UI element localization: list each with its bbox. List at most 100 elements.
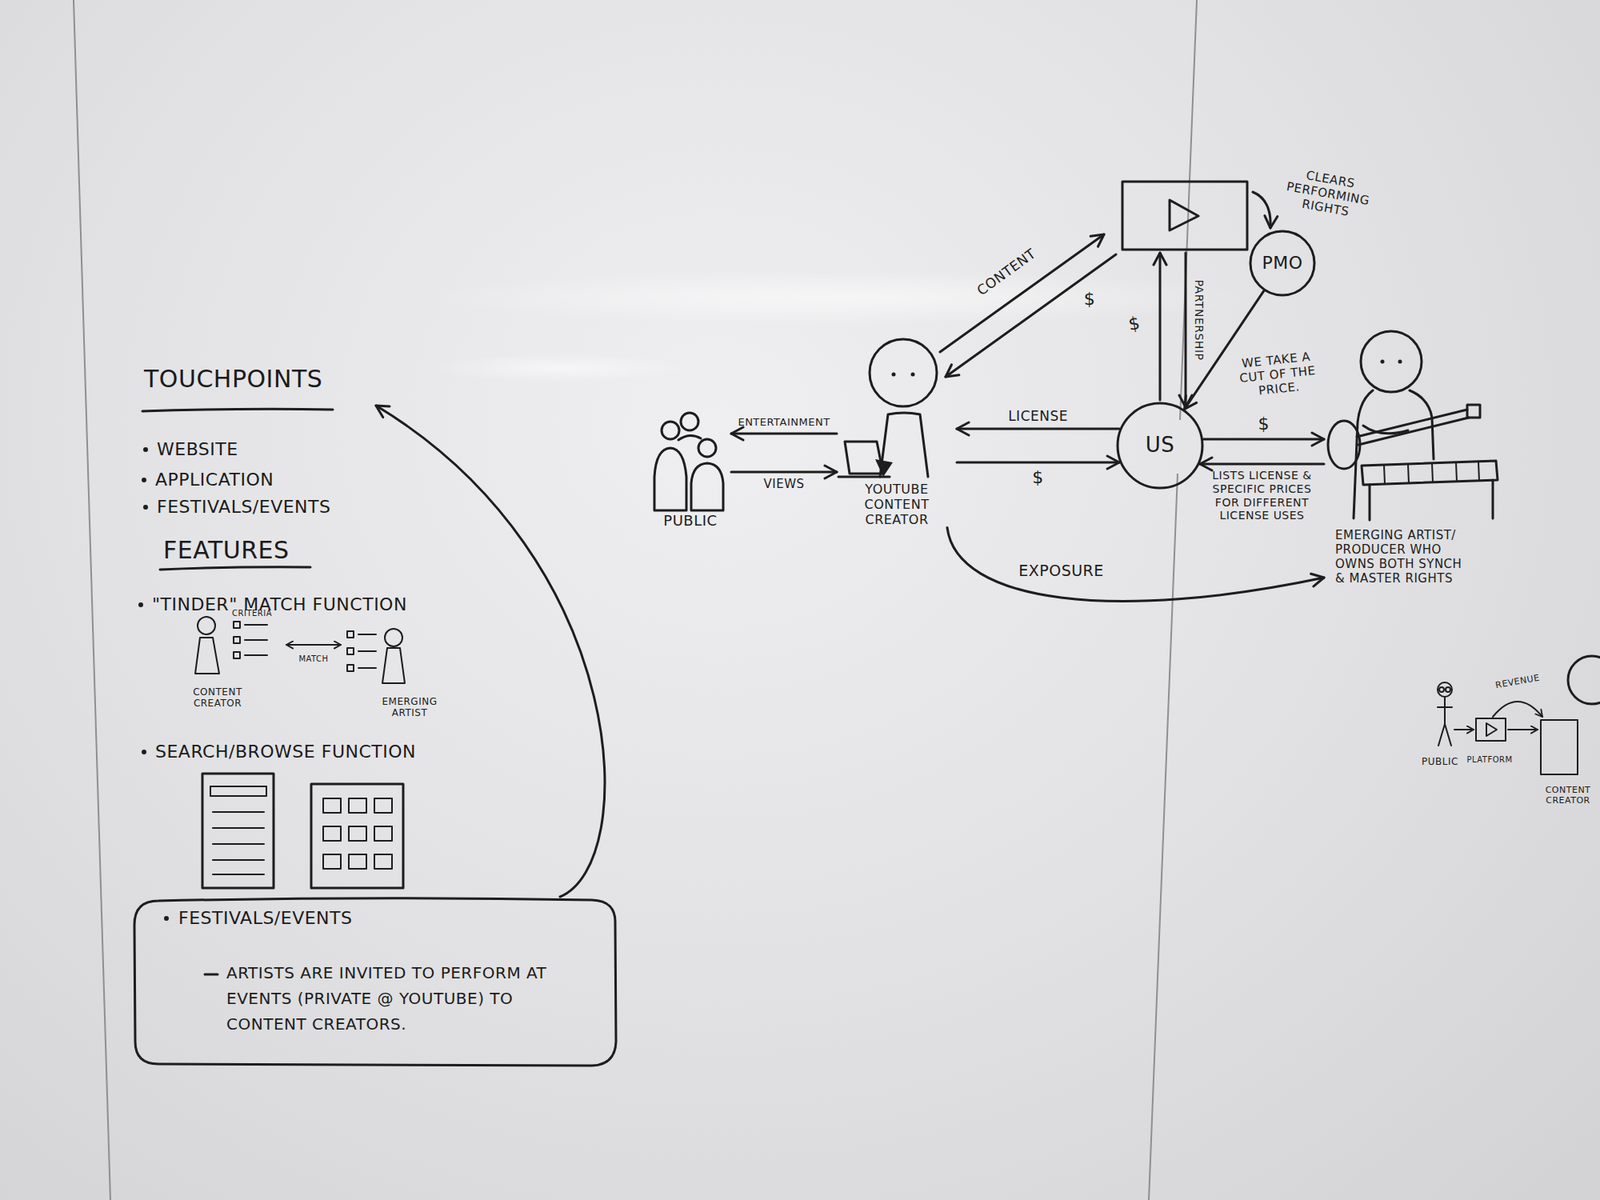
node-text: US [1145,433,1176,458]
board-seam [73,0,111,1200]
label-holder: TOUCHPOINTS [144,364,323,394]
whiteboard-label: MATCH [298,654,328,664]
heading-underline [160,567,311,570]
label-holder: SEARCH/BROWSE FUNCTION [155,741,416,763]
connector-layer [731,291,1324,602]
label-holder: $ [1084,288,1096,310]
heading-underline [142,408,333,412]
connector-label: LICENSE [1008,408,1068,424]
connector-label-holder: LISTS LICENSE & SPECIFIC PRICES FOR DIFF… [1205,468,1318,523]
whiteboard-label: "TINDER" MATCH FUNCTION [152,594,408,616]
label-holder: "TINDER" MATCH FUNCTION [152,594,408,616]
money-arrow [945,254,1116,377]
label-holder: APPLICATION [155,469,274,491]
whiteboard-label: $ [1127,312,1143,336]
whiteboard-label: REVENUE [1494,672,1540,692]
connector-label-holder: ENTERTAINMENT [737,416,830,429]
arrow-connector [956,428,1120,431]
figure-node: EMERGING ARTIST/ PRODUCER WHO OWNS BOTH … [1324,328,1510,586]
connector-label: EXPOSURE [1018,561,1104,580]
label-holder: PLATFORM [1466,755,1512,765]
rounded-box-node: FESTIVALS/EVENTS ARTISTS ARE INVITED TO P… [132,897,618,1068]
label-holder: CLEARS PERFORMING RIGHTS [1275,164,1381,224]
revenue-sketch [1437,656,1600,775]
label-holder: FESTIVALS/EVENTS [156,496,331,518]
whiteboard-label: SEARCH/BROWSE FUNCTION [155,741,416,763]
node-text: FESTIVALS/EVENTS [178,907,618,930]
node-text: EMERGING ARTIST/ PRODUCER WHO OWNS BOTH … [1335,528,1473,586]
arrow-connector [731,432,837,436]
label-holder: CONTENT CREATOR [181,686,254,710]
whiteboard-label: CLEARS PERFORMING RIGHTS [1275,164,1381,224]
bullet [141,749,147,755]
label-holder: REVENUE [1494,672,1540,692]
label-holder: FEATURES [163,536,290,565]
content-arrow [940,234,1104,352]
label-holder: WE TAKE A CUT OF THE PRICE. [1231,348,1324,400]
connector-label-holder: LICENSE [1008,408,1068,424]
label-holder: MATCH [298,654,328,664]
bullet [143,447,148,452]
circle-node: US [1116,401,1204,490]
arrow-connector [947,528,1324,602]
whiteboard-label: PARTNERSHIP [1192,280,1207,361]
connector-label-holder: $ [1257,413,1270,435]
bullet [138,602,144,608]
creator-figure [838,339,937,477]
public-figures [654,412,724,511]
arrow-connector [1200,463,1324,466]
bullets [138,447,169,921]
bullet [141,477,147,483]
node-text: PMO [1261,252,1303,273]
partnership-arrow [1184,252,1188,408]
connector-label: VIEWS [763,476,804,492]
whiteboard-label: EMERGING ARTIST [373,696,446,720]
node-text: PUBLIC [649,512,732,530]
figure-node: PUBLIC [649,412,732,530]
clears-arrow [1252,192,1271,228]
connector-label: ENTERTAINMENT [737,416,830,429]
whiteboard-label: FEATURES [163,536,290,565]
connector-label: $ [1032,467,1044,488]
connector-label-holder: VIEWS [763,476,804,492]
whiteboard-label: CONTENT [973,245,1039,300]
whiteboard-label: WE TAKE A CUT OF THE PRICE. [1231,348,1324,400]
connector-label-holder: EXPOSURE [1018,561,1104,580]
phone-sketches [202,773,404,888]
whiteboard-label: TOUCHPOINTS [144,364,323,394]
label-holder: CONTENT [973,245,1039,300]
label-holder: PARTNERSHIP [1192,280,1207,361]
node-text: YOUTUBE CONTENT CREATOR [836,481,957,528]
bullet [143,504,148,510]
label-holder: $ [1127,312,1143,336]
label-holder: EMERGING ARTIST [373,696,446,720]
label-holder: CRITERIA [232,608,272,619]
circle-node: PMO [1248,229,1316,297]
whiteboard-label: PUBLIC [1421,756,1459,768]
connector-label: LISTS LICENSE & SPECIFIC PRICES FOR DIFF… [1205,468,1318,523]
circle-shape [1117,403,1203,488]
artist-figure [1328,331,1498,520]
whiteboard-label: $ [1084,288,1096,310]
node-text: ARTISTS ARE INVITED TO PERFORM AT EVENTS… [226,960,579,1037]
whiteboard-label: PLATFORM [1466,755,1512,765]
whiteboard-label: APPLICATION [155,469,274,491]
money-arrow [1159,252,1162,400]
curved-arrow [376,405,605,897]
arrow-connector [731,471,837,474]
connector-label-holder: $ [1032,467,1044,488]
circle-shape [1250,231,1315,296]
video-platform-box [1122,181,1248,250]
light-glare [432,353,688,383]
arrow-connector [956,461,1120,464]
label-holder: CONTENT CREATOR [1539,784,1597,806]
whiteboard-label: WEBSITE [156,439,239,460]
whiteboard-label: CRITERIA [232,608,272,619]
whiteboard-label: CONTENT CREATOR [181,686,254,710]
connector-label: $ [1257,413,1270,435]
label-holder: WEBSITE [156,439,239,460]
figure-node: YOUTUBE CONTENT CREATOR [836,334,957,528]
whiteboard-label: FESTIVALS/EVENTS [156,496,331,518]
bullet [164,916,169,921]
